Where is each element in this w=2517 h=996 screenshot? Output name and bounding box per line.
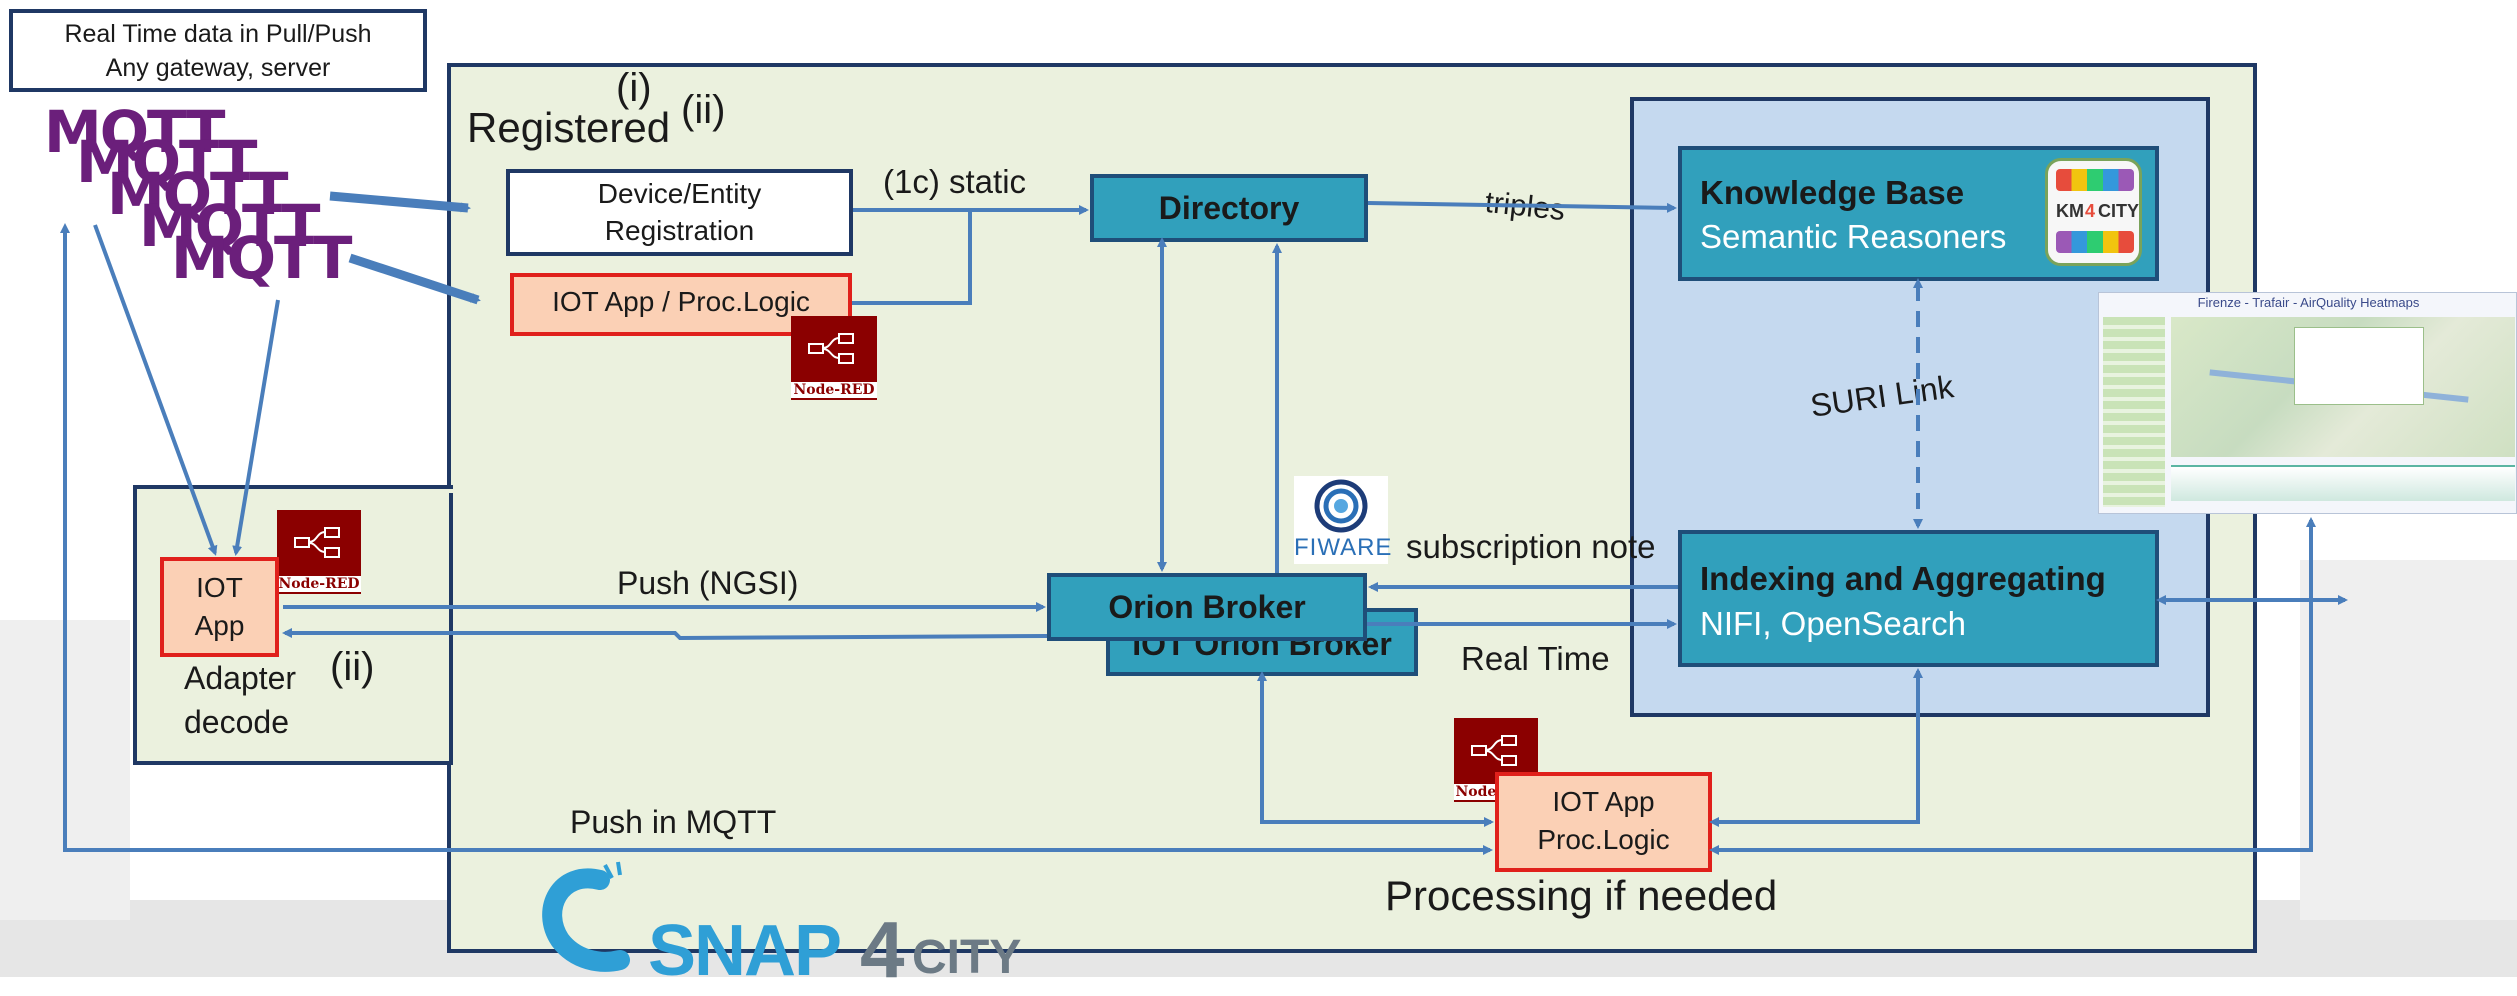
snap4city-logo: SNAP 4 CITY: [530, 860, 1060, 994]
heatmap-panel: [2294, 327, 2424, 405]
device-registration-line1: Device/Entity: [597, 178, 762, 209]
mqtt-logo-3: MQTT: [107, 160, 288, 228]
km4city-km: KM: [2056, 201, 2084, 221]
data-source-line1: Real Time data in Pull/Push: [64, 20, 372, 48]
iot-app-bottom-line1: IOT App: [1552, 786, 1655, 817]
registered-label: Registered: [467, 104, 671, 151]
snap4city-arc-icon: [542, 861, 630, 972]
registered-marker-ii: (ii): [681, 88, 726, 132]
push-mqtt-line: [60, 223, 1493, 855]
data-source-line2: Any gateway, server: [105, 54, 331, 82]
km4city-stripes: [2056, 169, 2134, 191]
knowledge-base-title: Knowledge Base: [1700, 174, 1965, 211]
iot-app-to-directory-line: [852, 210, 972, 305]
km4city-logo: KM 4 CITY: [2045, 158, 2142, 266]
heatmap-screenshot: Firenze - Trafair - AirQuality Heatmaps: [2098, 292, 2517, 514]
orion-bottom-app-arrow: [1257, 671, 1494, 827]
km4city-city: CITY: [2098, 201, 2140, 221]
directory-to-kb-arrow: [1367, 201, 1677, 213]
mqtt-logo-1: MQTT: [44, 98, 225, 166]
registered-marker-i: (i): [616, 66, 652, 110]
heatmap-chart: [2171, 465, 2515, 501]
data-source-box: [9, 9, 427, 92]
background-building: [2300, 560, 2517, 920]
mqtt-to-iot-app-arrow: [348, 253, 481, 305]
km4city-4: 4: [2085, 201, 2096, 221]
mqtt-to-adapter-arrow-2: [232, 299, 280, 556]
heatmap-loop-arrow: [1709, 517, 2316, 855]
mqtt-to-registration-arrow: [329, 191, 471, 213]
bottom-app-indexing-arrow: [1709, 668, 1923, 827]
mqtt-to-adapter-arrow-1: [93, 224, 218, 556]
knowledge-base-subtitle: Semantic Reasoners: [1700, 218, 2007, 255]
processing-label: Processing if needed: [1385, 872, 1778, 919]
mqtt-logo-2: MQTT: [76, 128, 257, 196]
snap4city-city: CITY: [912, 931, 1022, 984]
heatmap-sidebar: [2103, 317, 2165, 507]
directory-label: Directory: [1158, 190, 1300, 226]
static-label: (1c) static: [883, 163, 1027, 200]
orion-to-adapter-arrow: [282, 628, 1048, 641]
heatmap-title: Firenze - Trafair - AirQuality Heatmaps: [2197, 295, 2420, 310]
km4city-stripes-bottom: [2056, 231, 2134, 253]
iot-app-bottom-line2: Proc.Logic: [1537, 824, 1670, 855]
